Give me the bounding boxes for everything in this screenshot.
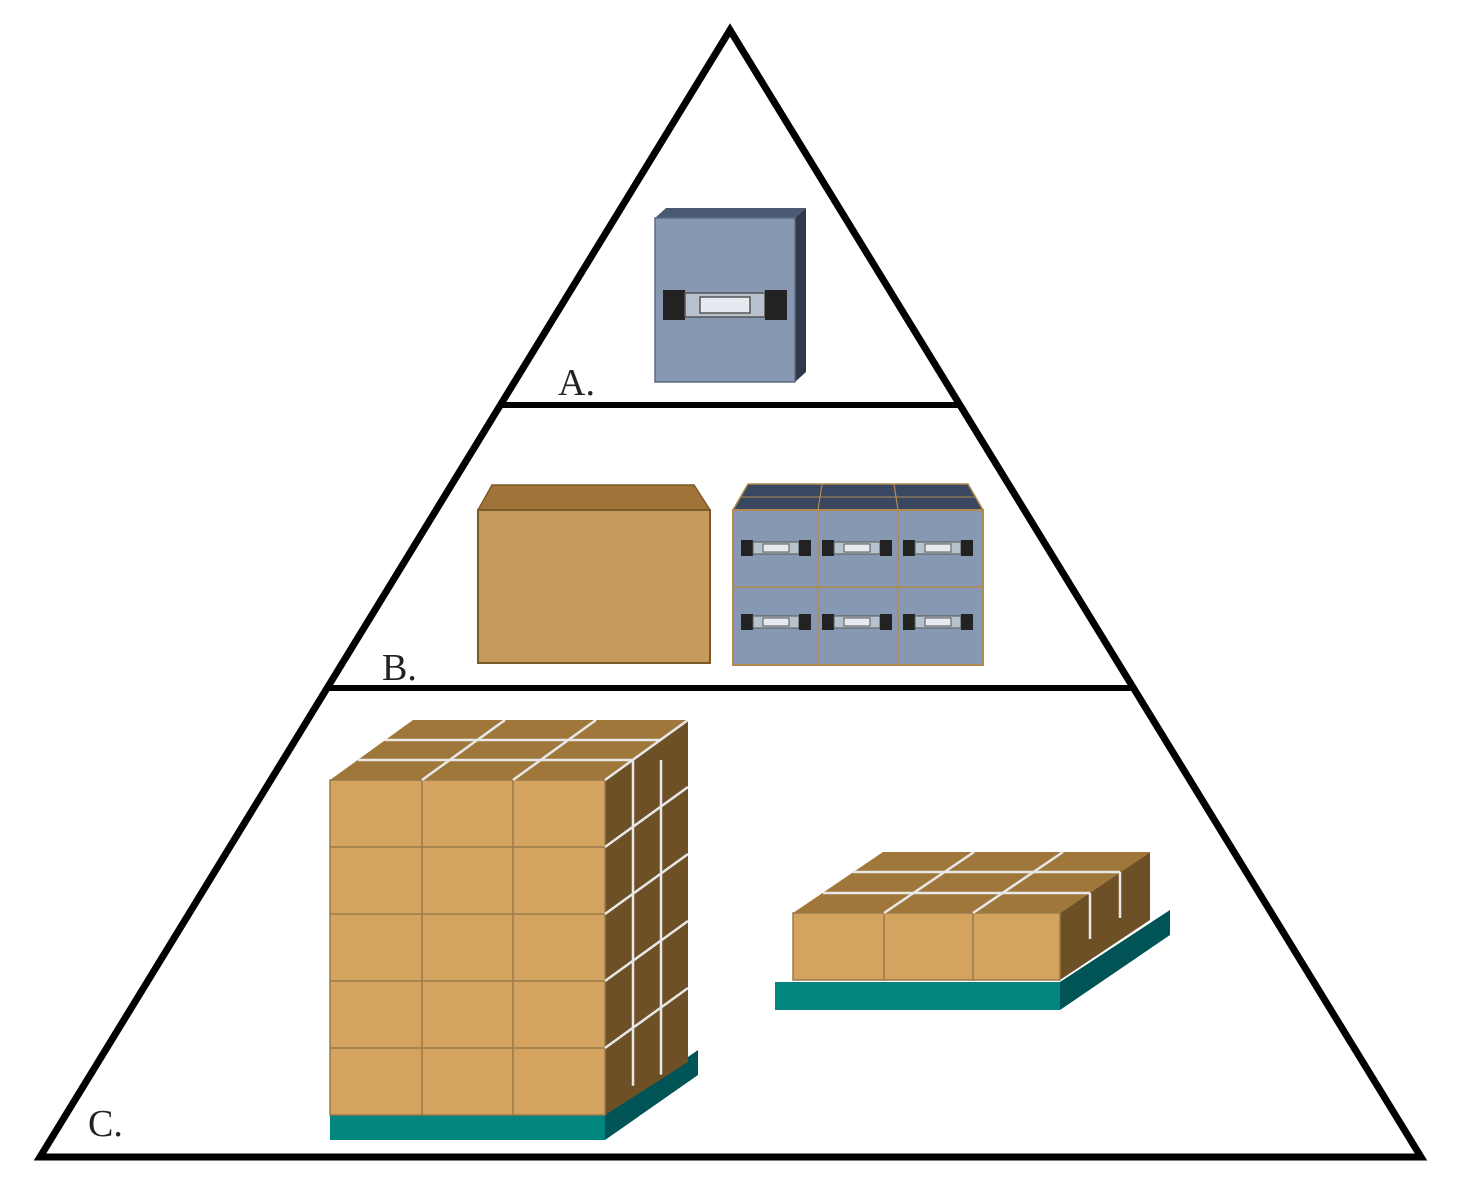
full-pallet [329, 720, 698, 1140]
tier-a-label: A. [558, 362, 595, 404]
partial-pallet [775, 852, 1170, 1010]
tote-handle [663, 290, 787, 320]
tier-b-label: B. [382, 647, 417, 689]
pyramid-outline [33, 23, 1428, 1161]
tote-pack [731, 483, 985, 666]
single-tote [654, 208, 806, 383]
full-pallet-seams [330, 718, 689, 1115]
tier-c-label: C. [88, 1103, 123, 1145]
closed-case [476, 484, 712, 664]
partial-pallet-seams [823, 850, 1122, 980]
